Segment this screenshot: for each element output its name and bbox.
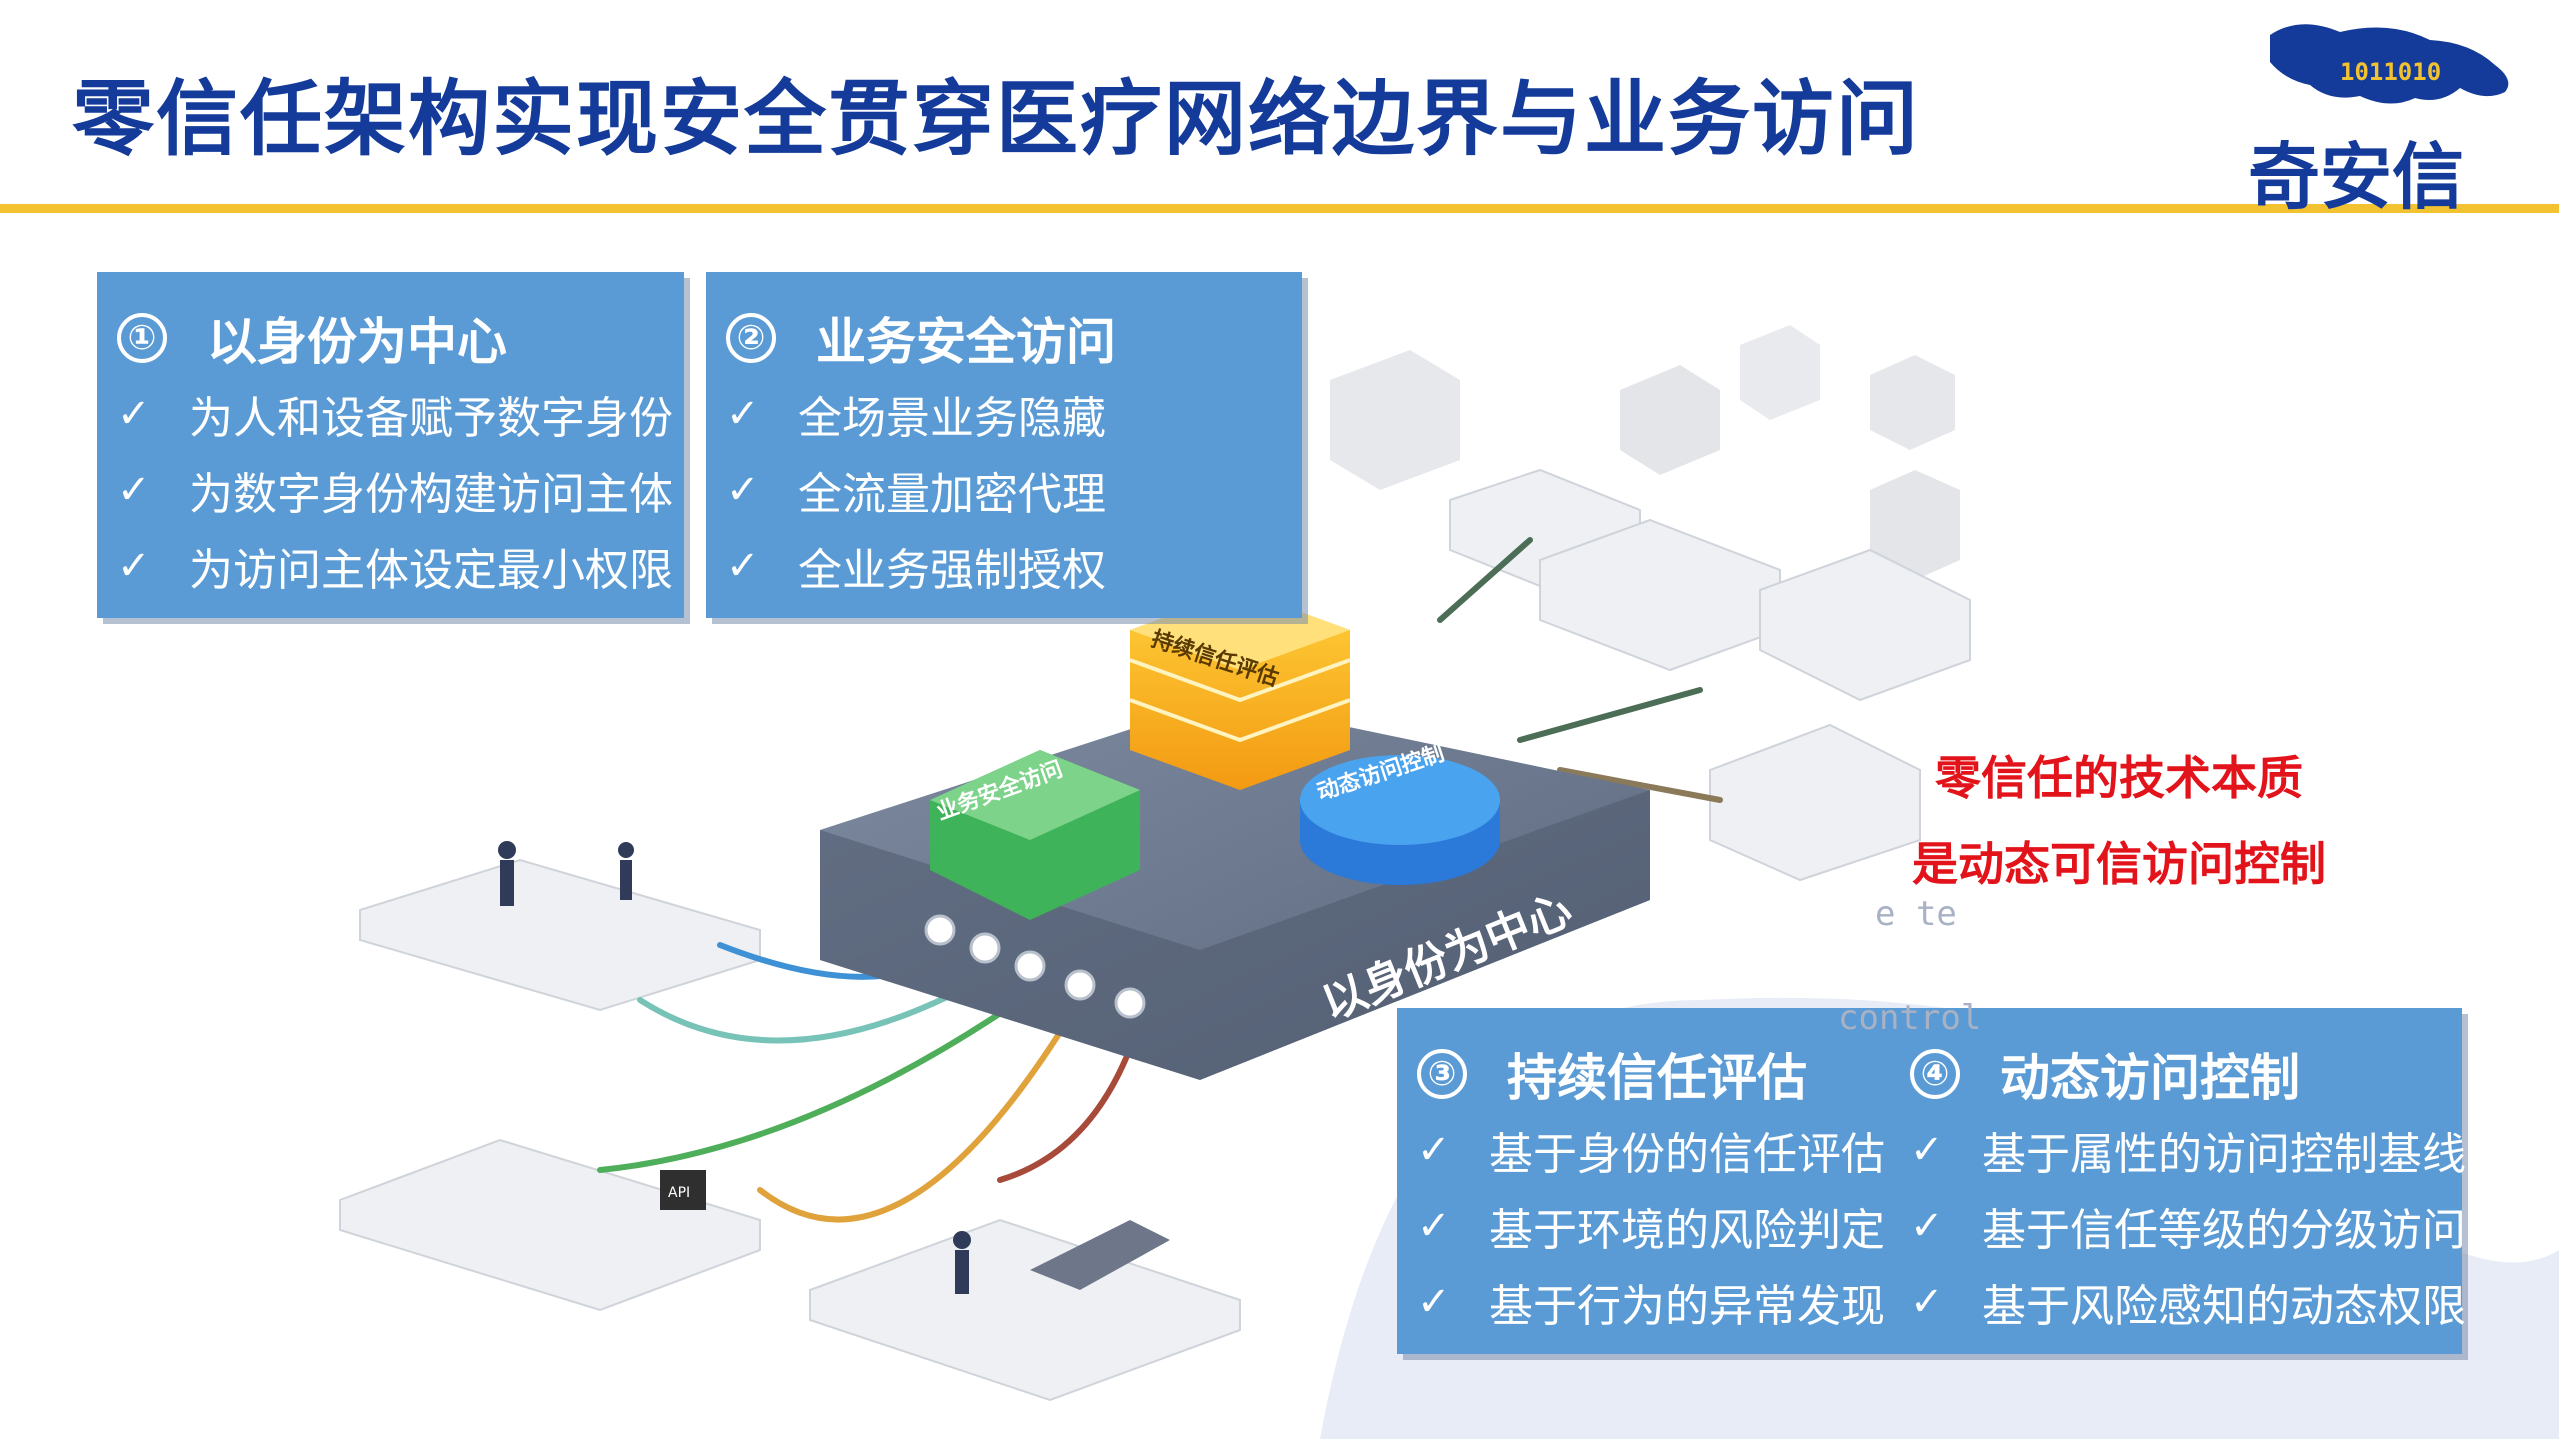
panel-item: 为访问主体设定最小权限 [189,545,673,596]
panel-item: 全流量加密代理 [798,469,1106,520]
panel-item: 基于身份的信任评估 [1489,1129,1885,1180]
panel-item: 基于环境的风险判定 [1489,1205,1885,1256]
ghost-text-1: e te [1875,894,1957,934]
api-gateway-box: API [660,1170,706,1210]
panel-item: 基于信任等级的分级访问 [1982,1205,2466,1256]
check-icon: ✓ [1910,1279,1944,1325]
panel-item: 基于属性的访问控制基线 [1982,1129,2466,1180]
panel-item: 全业务强制授权 [798,545,1106,596]
panel-title: 业务安全访问 [816,313,1116,371]
check-icon: ✓ [1910,1203,1944,1249]
ghost-text-2: control [1838,998,1982,1038]
step-number: ④ [1910,1049,1960,1099]
brand-name: 奇安信 [2248,135,2465,219]
check-icon: ✓ [117,543,151,589]
check-icon: ✓ [1417,1127,1451,1173]
check-icon: ✓ [117,467,151,513]
check-icon: ✓ [1910,1127,1944,1173]
resource-cubes [1330,325,1960,580]
panel-item: 为人和设备赋予数字身份 [189,393,673,444]
business-access-block: 业务安全访问 [930,750,1140,920]
svg-text:API: API [668,1185,690,1201]
panel-title: 动态访问控制 [2000,1049,2300,1107]
check-icon: ✓ [726,543,760,589]
panel-title: 以身份为中心 [207,313,507,371]
trust-and-control-panel: ③ 持续信任评估 ✓ 基于身份的信任评估 ✓ 基于环境的风险判定 ✓ 基于行为的异常发… [1397,1008,2466,1354]
check-icon: ✓ [117,391,151,437]
panel-title: 持续信任评估 [1507,1049,1807,1107]
step-number: ② [726,313,776,363]
secure-access-panel: ② 业务安全访问 ✓ 全场景业务隐藏 ✓ 全流量加密代理 ✓ 全业务强制授权 [706,272,1302,618]
essence-line-2: 是动态可信访问控制 [1912,837,2326,891]
step-number: ① [117,313,167,363]
identity-center-panel: ① 以身份为中心 ✓ 为人和设备赋予数字身份 ✓ 为数字身份构建访问主体 ✓ 为访问主… [97,272,684,618]
logo-digits: 1011010 [2340,58,2441,86]
check-icon: ✓ [726,391,760,437]
page-title: 零信任架构实现安全贯穿医疗网络边界与业务访问 [72,72,1921,167]
check-icon: ✓ [1417,1203,1451,1249]
dynamic-control-block: 动态访问控制 [1300,740,1500,885]
tiger-logo: 1011010 [2270,24,2509,104]
panel-item: 基于风险感知的动态权限 [1982,1281,2466,1332]
step-number: ③ [1417,1049,1467,1099]
title-divider [0,204,2559,213]
panel-item: 为数字身份构建访问主体 [189,469,673,520]
check-icon: ✓ [1417,1279,1451,1325]
essence-line-1: 零信任的技术本质 [1935,751,2303,805]
panel-item: 基于行为的异常发现 [1489,1281,1885,1332]
check-icon: ✓ [726,467,760,513]
panel-item: 全场景业务隐藏 [798,393,1106,444]
